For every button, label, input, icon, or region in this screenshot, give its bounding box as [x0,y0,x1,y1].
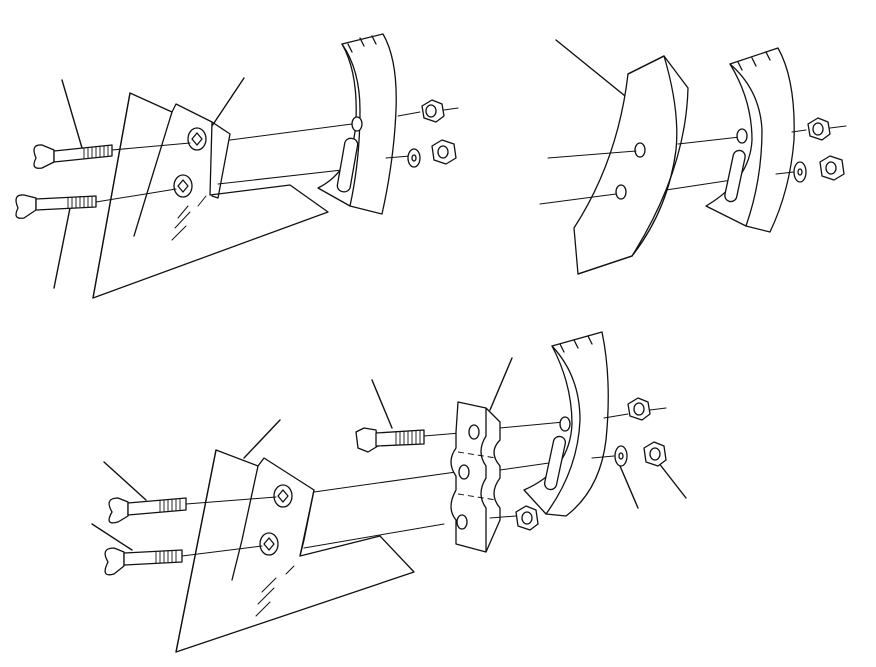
hex-bolt [355,427,425,453]
carriage-bolt [104,547,183,576]
alignment-line [111,142,191,151]
bolt-hole [273,484,293,508]
alignment-line [677,136,741,145]
alignment-line [303,523,445,549]
alignment-line [547,150,637,159]
alignment-line [539,193,617,205]
alignment-line [499,421,565,429]
alignment-line [313,471,457,493]
alignment-line [229,123,353,141]
shank [317,33,397,215]
hex-nut [643,441,667,467]
leader-line [103,461,147,501]
assembly-bottom [91,331,687,653]
carriage-bolt [33,144,113,169]
plow-point [175,449,415,653]
hex-nut [421,99,459,123]
washer [614,445,628,467]
plow-point [92,92,329,299]
bolt-hole [259,532,279,556]
hex-nut [807,117,847,141]
bolt-hole [187,127,207,151]
alignment-line [385,155,411,159]
assembly-top-right [539,39,847,275]
alignment-line [775,171,795,175]
hex-nut [627,397,667,421]
assembly-top-left [15,33,459,299]
alignment-line [499,461,557,471]
leader-line [619,465,639,509]
alignment-line [591,455,615,459]
alignment-line [185,496,277,505]
leader-line [91,523,133,551]
alignment-line [181,545,263,557]
shank [705,47,795,233]
alignment-line [489,515,517,519]
shank [523,331,609,517]
bolt-hole [173,174,193,198]
alignment-line [397,111,421,117]
leader-line [53,207,71,289]
alignment-line [217,169,343,185]
hex-nut [515,505,539,531]
leader-line [211,77,245,127]
leader-line [657,461,687,499]
alignment-line [665,179,733,191]
carriage-bolt [15,194,97,219]
alignment-line [791,129,807,133]
leader-line [371,379,393,429]
alignment-line [95,188,177,203]
leader-line [61,79,83,149]
washer [793,161,807,183]
washer [407,148,421,168]
carriage-bolt [108,497,187,524]
leader-line [489,357,513,411]
curved-point [573,55,689,275]
alignment-line [603,413,629,419]
hex-nut [819,155,845,181]
leader-line [555,39,631,101]
spacer-plate [450,401,501,553]
hex-nut [431,139,457,165]
leader-line [243,419,281,459]
